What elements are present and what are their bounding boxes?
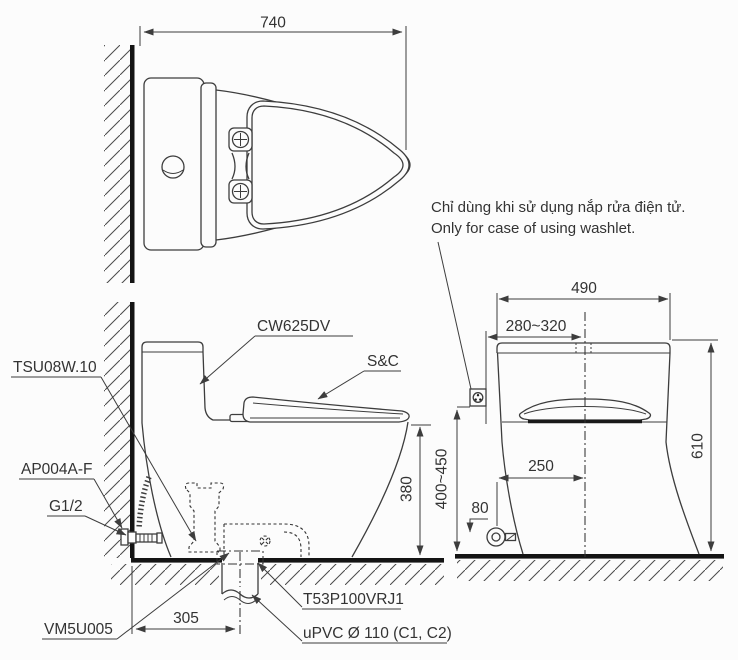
label-thread-text: G1/2 [49,498,83,515]
dimension-490: 490 [496,280,671,340]
label-seat-model-text: S&C [367,353,399,370]
bowl-front-edge [351,421,409,558]
dim-outlet-height: 400~450 [434,448,451,509]
rear-body-left [496,352,524,555]
label-drain-pipe-text: uPVC Ø 110 (C1, C2) [303,625,452,642]
rear-body-right [665,352,700,555]
label-drain-pipe: uPVC Ø 110 (C1, C2) [251,594,452,644]
tank-cap [141,341,204,352]
wall-line-top [130,45,135,283]
plan-view [143,77,411,251]
dim-supply-height: 80 [471,500,489,517]
hinge-plate-lower [228,179,253,204]
dim-overall-depth: 740 [260,15,286,32]
wall-supply-fitting [120,528,163,546]
dimensions: 740 380 305 490 280~320 610 [131,15,718,634]
rear-seat-seam [523,406,647,415]
label-flange-text: T53P100VRJ1 [303,591,404,608]
floor-side-view [111,558,444,585]
washlet-note: Chỉ dùng khi sử dụng nắp rửa điện tử. On… [431,199,685,390]
dim-supply-range: 280~320 [506,318,567,335]
tank-front-edge [202,351,232,421]
dim-tank-width: 490 [571,280,597,297]
wall-hatch-bottom [104,302,131,558]
dimension-80: 80 [466,500,489,533]
label-fill-valve: TSU08W.10 [11,359,197,542]
dim-rough-in: 305 [173,610,199,627]
tank-front-panel [200,82,217,248]
dimension-305: 305 [131,566,241,634]
supply-hose [136,475,152,530]
dimension-380: 380 [399,424,431,556]
outlet-box [469,388,487,407]
label-angle-valve: AP004A-F [19,461,123,529]
label-tank-model-text: CW625DV [257,318,331,335]
body-back-edge [141,352,172,558]
part-labels: CW625DV S&C TSU08W.10 AP004A-F G1/2 VM5U… [11,318,452,644]
trap-bolt [259,535,271,547]
label-tank-model: CW625DV [199,318,353,385]
label-thread: G1/2 [47,498,127,536]
floor-rear-view [455,554,724,581]
socket-icon [472,392,484,403]
label-flange: T53P100VRJ1 [257,562,404,610]
dimension-610: 610 [672,339,718,552]
flush-valve-hidden [184,482,225,553]
flush-button-detail [162,169,184,174]
rear-tank-cap [496,342,671,353]
dim-overall-height: 610 [690,433,707,459]
wall-hatch-top [104,45,131,283]
stop-valve [486,527,517,547]
dimension-250: 250 [496,458,584,526]
internal-trapway [184,482,310,565]
note-vietnamese: Chỉ dùng khi sử dụng nắp rửa điện tử. [431,199,685,216]
label-angle-valve-text: AP004A-F [21,461,93,478]
trap-bend-hidden [223,523,310,557]
flush-button [161,155,185,179]
dim-supply-offset: 250 [528,458,554,475]
rear-tank-dotted-marks [575,343,592,353]
rear-view [469,312,700,557]
label-seat-model: S&C [317,353,401,400]
seat-seam [252,402,404,415]
seat-lid-outer [246,100,410,230]
side-view [120,341,410,604]
label-connector: VM5U005 [42,552,230,640]
dim-seat-height: 380 [399,476,416,502]
tank-top-view [143,77,205,251]
note-english: Only for case of using washlet. [431,220,635,237]
seat-lid-inner [251,105,404,225]
label-connector-text: VM5U005 [44,621,113,638]
wall [104,45,135,558]
dimension-740: 740 [139,15,407,150]
hinge-plate-upper [228,127,253,152]
dimension-400-450: 400~450 [434,406,470,552]
note-leader-line [437,241,472,390]
label-fill-valve-text: TSU08W.10 [13,359,97,376]
seat-side-profile [242,396,410,423]
dimension-280-320: 280~320 [485,318,582,424]
hinge-bracket [231,152,250,180]
